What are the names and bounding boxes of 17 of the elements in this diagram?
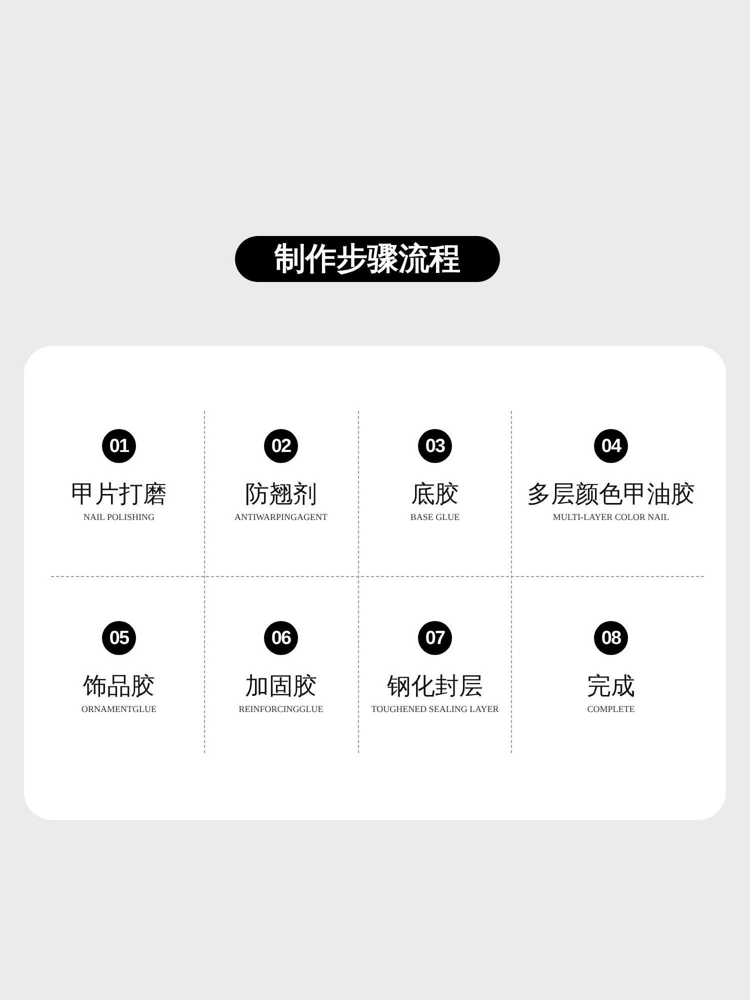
step-subtitle: NAIL POLISHING (84, 513, 154, 522)
step-title: 甲片打磨 (71, 482, 167, 506)
step-subtitle: BASE GLUE (410, 513, 460, 522)
title-pill: 制作步骤流程 (235, 236, 500, 282)
step-title: 防翘剂 (245, 482, 317, 506)
step-subtitle: TOUGHENED SEALING LAYER (371, 705, 499, 714)
step-subtitle: ORNAMENTGLUE (82, 705, 156, 714)
step-subtitle: COMPLETE (587, 705, 635, 714)
step-title: 饰品胶 (83, 674, 155, 698)
step-title: 加固胶 (245, 674, 317, 698)
step-title: 完成 (587, 674, 635, 698)
step-subtitle: ANTIWARPINGAGENT (234, 513, 328, 522)
step-title: 多层颜色甲油胶 (527, 482, 695, 506)
step-title: 钢化封层 (387, 674, 483, 698)
step-subtitle: MULTI-LAYER COLOR NAIL (552, 513, 670, 522)
step-subtitle: REINFORCINGGLUE (238, 705, 324, 714)
step-title: 底胶 (411, 482, 459, 506)
